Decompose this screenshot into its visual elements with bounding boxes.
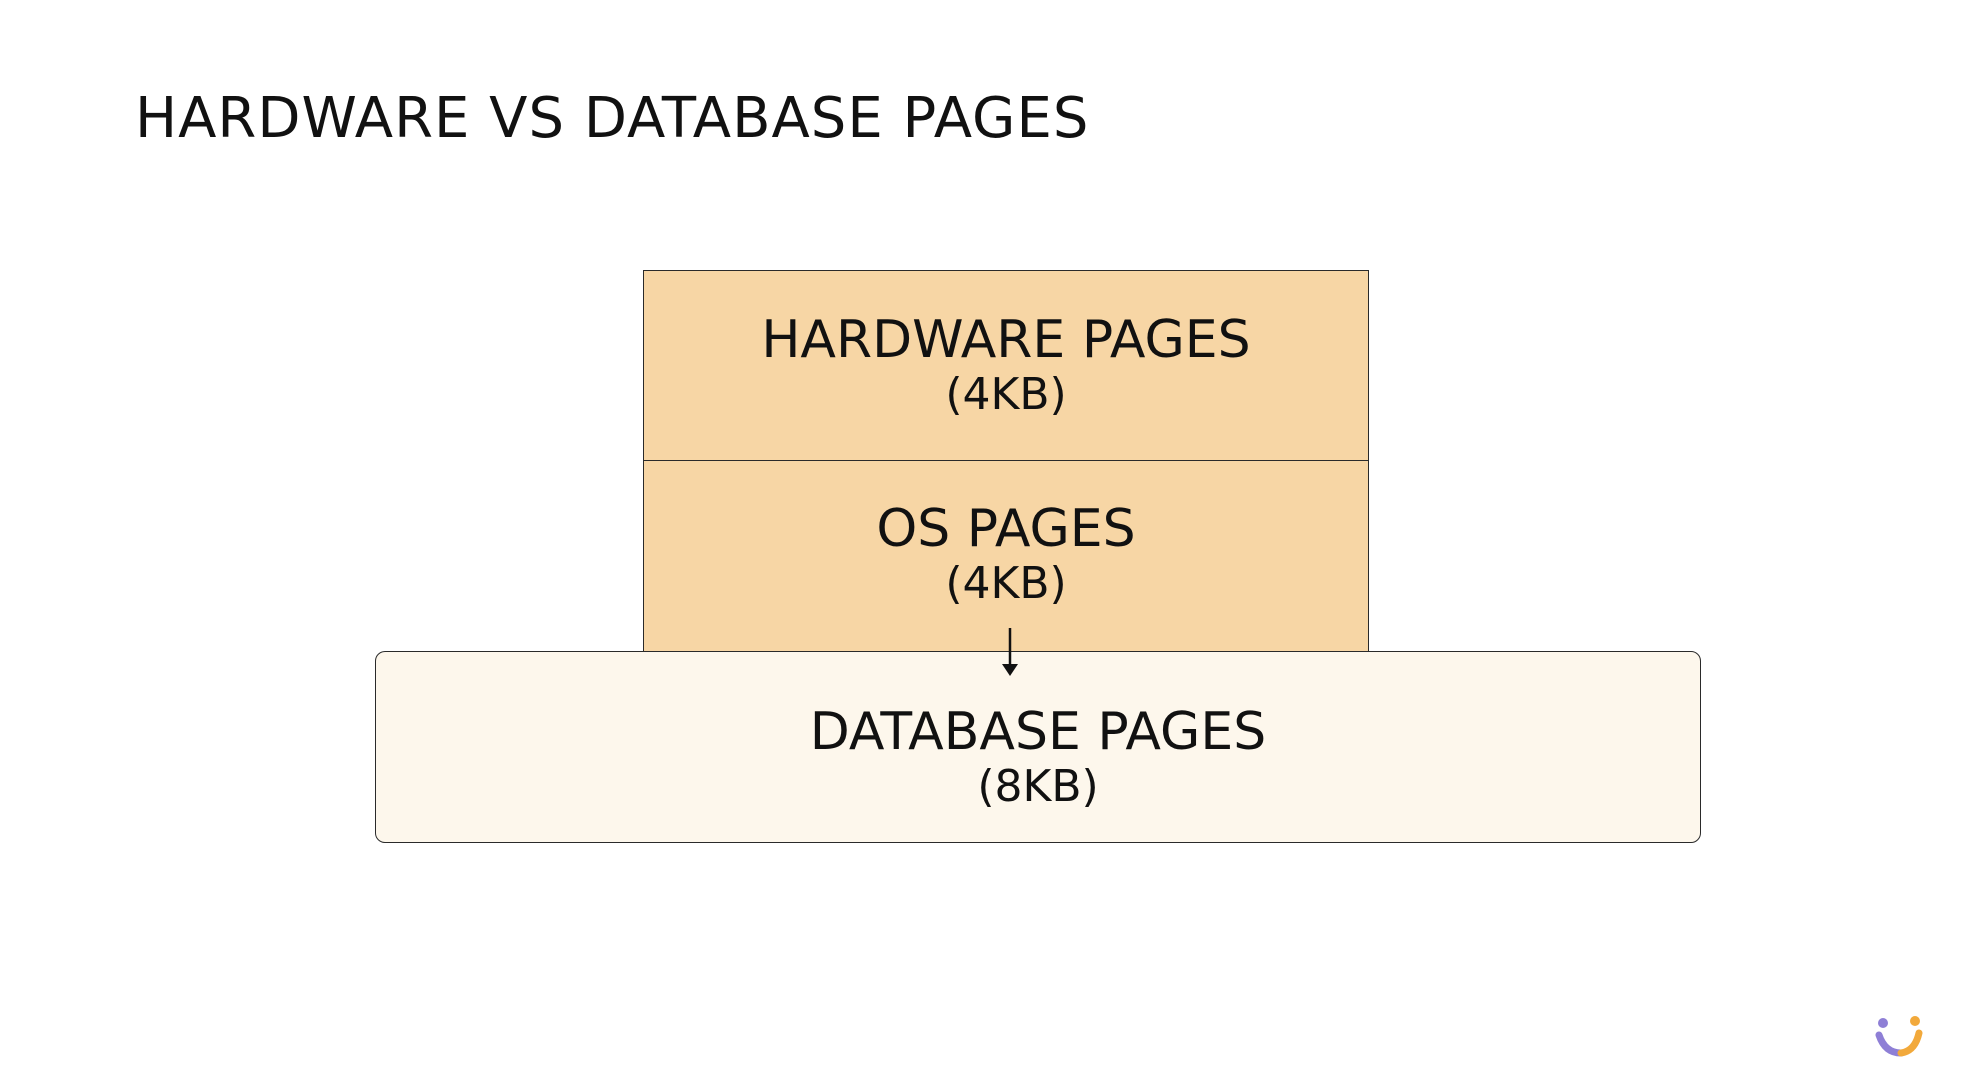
os-pages-label: OS PAGES [876, 499, 1136, 559]
arrow-down-icon [1002, 628, 1018, 676]
os-pages-size: (4KB) [945, 558, 1067, 610]
os-pages-box: OS PAGES (4KB) [643, 460, 1369, 652]
hardware-pages-label: HARDWARE PAGES [761, 309, 1251, 370]
page-title: HARDWARE VS DATABASE PAGES [135, 86, 1090, 151]
database-pages-size: (8KB) [977, 761, 1099, 813]
logo-swoosh-right [1897, 1029, 1923, 1057]
hardware-pages-box: HARDWARE PAGES (4KB) [643, 270, 1369, 462]
logo-dot-right [1910, 1016, 1920, 1026]
logo-swoosh-left [1875, 1031, 1905, 1057]
hardware-pages-size: (4KB) [945, 368, 1067, 420]
logo-dot-left [1878, 1018, 1888, 1028]
database-pages-label: DATABASE PAGES [809, 702, 1267, 762]
database-pages-box: DATABASE PAGES (8KB) [375, 651, 1701, 843]
brand-logo-icon [1875, 1016, 1923, 1057]
